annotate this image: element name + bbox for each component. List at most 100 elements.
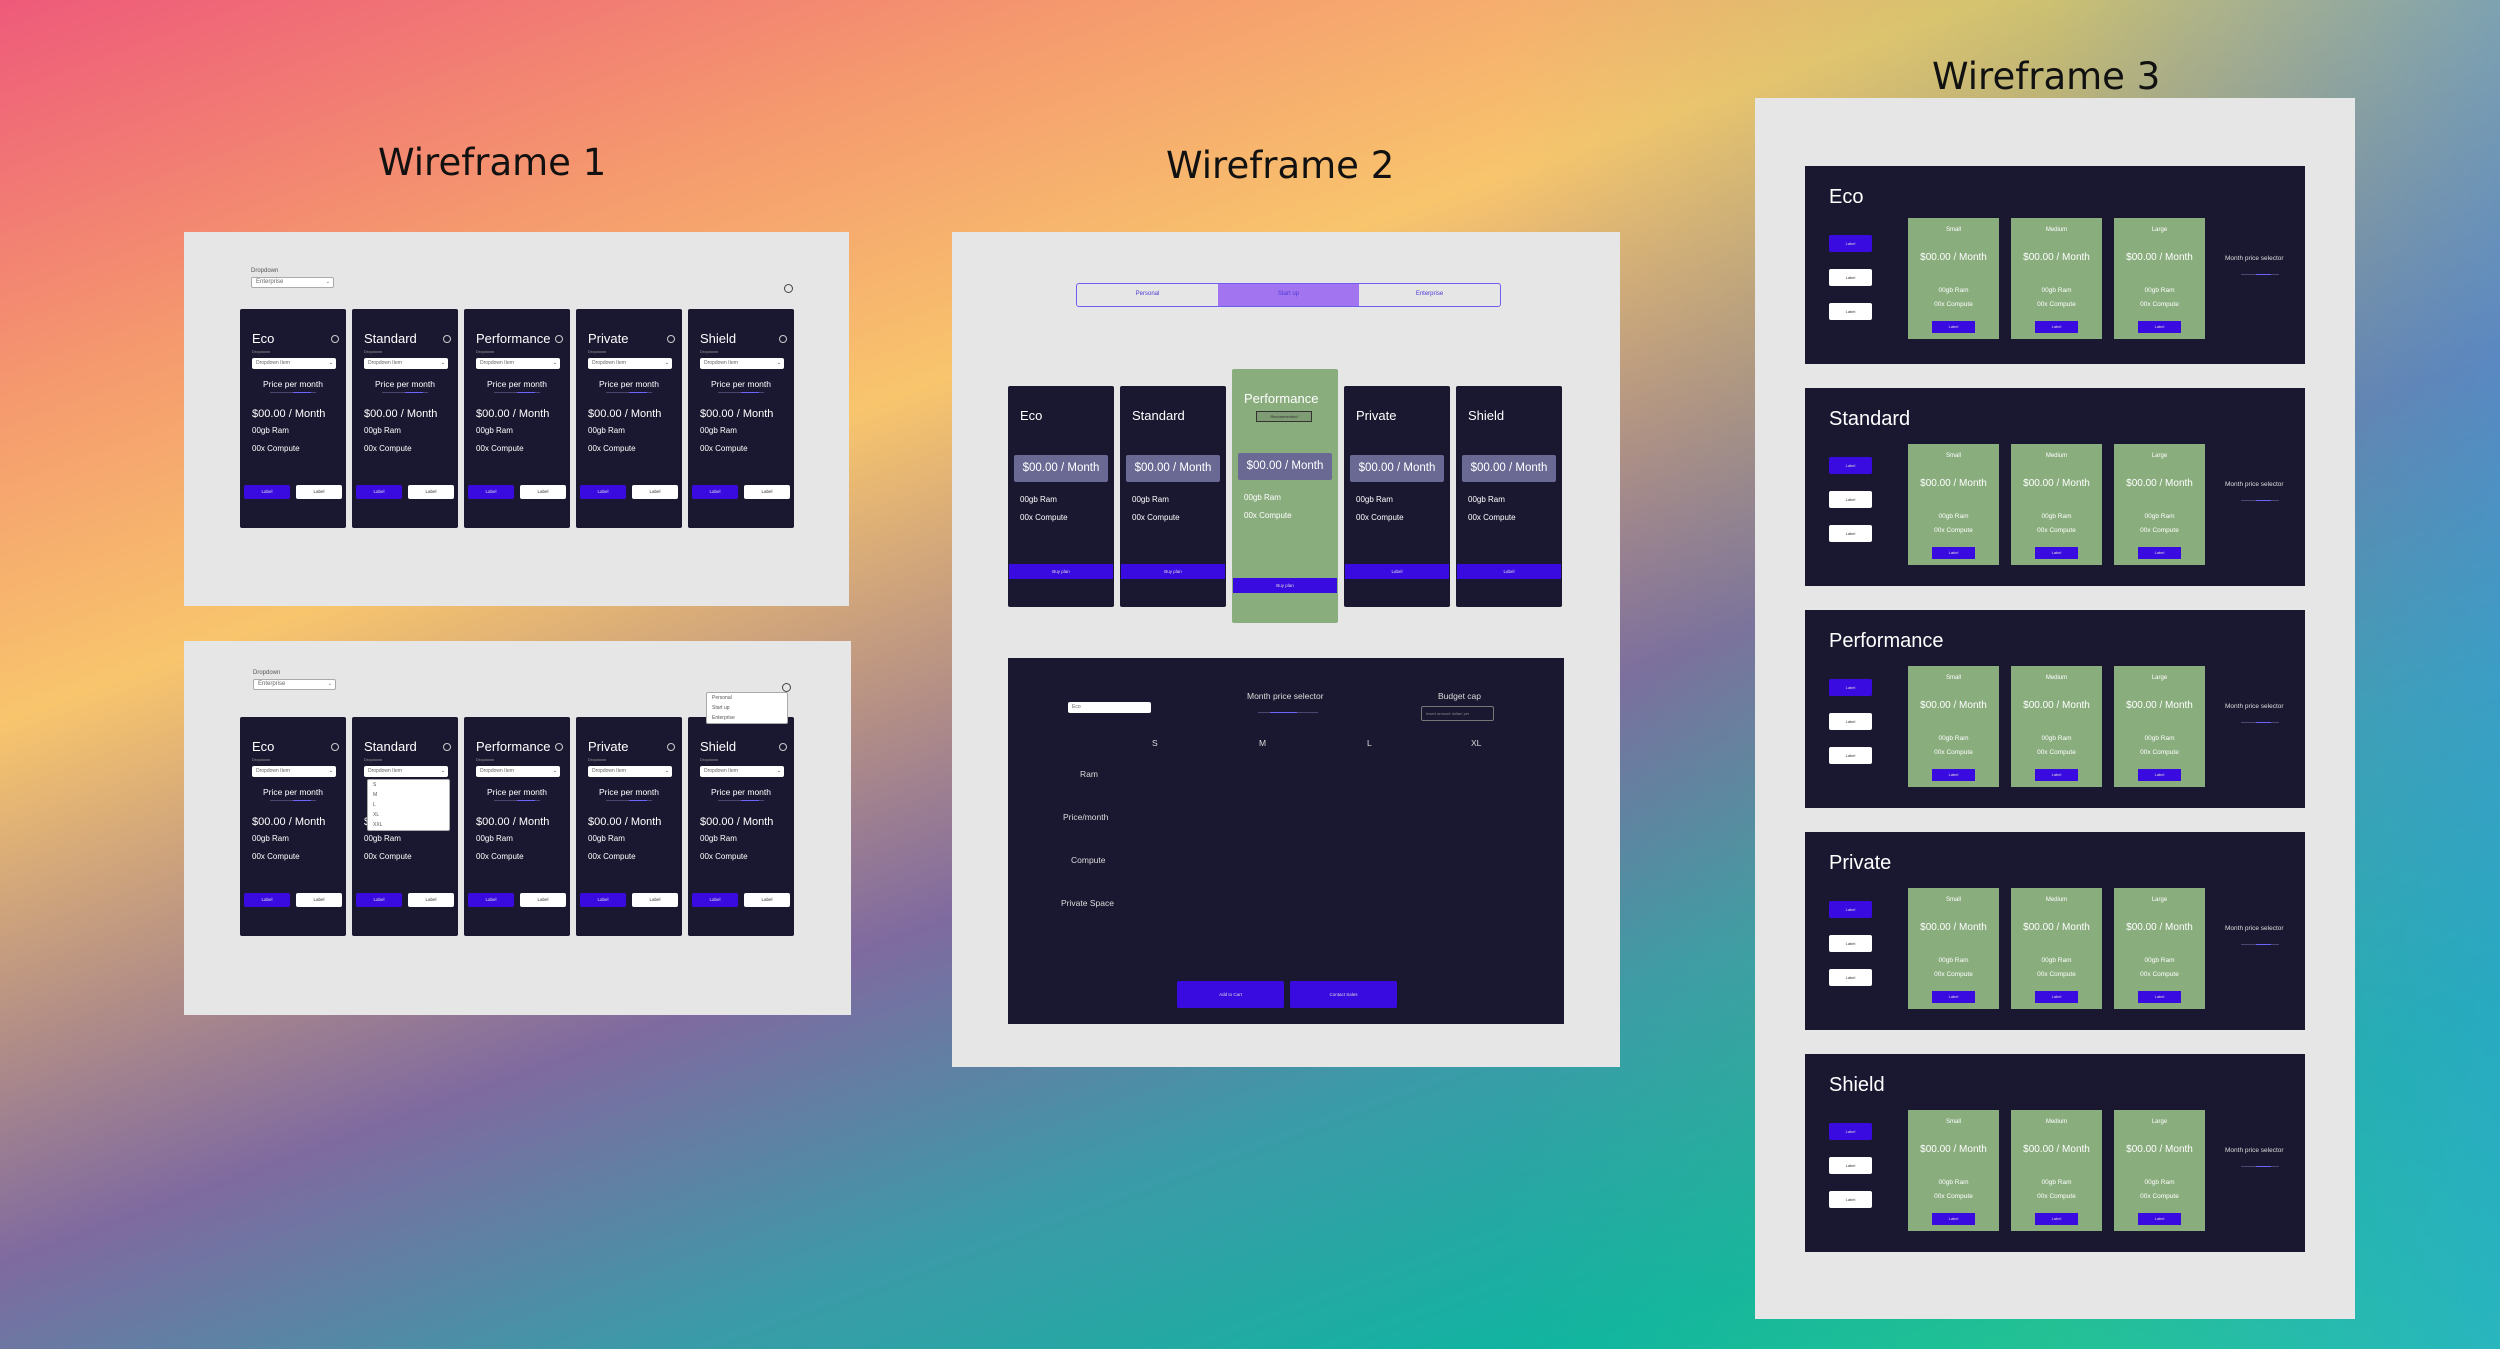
option-button-1[interactable]: Label bbox=[1829, 1123, 1872, 1140]
select-size-button[interactable]: Label bbox=[1932, 321, 1975, 333]
option-button-3[interactable]: Label bbox=[1829, 525, 1872, 542]
size-card-large[interactable]: Large $00.00 / Month 00gb Ram 00x Comput… bbox=[2114, 444, 2205, 565]
buy-plan-button[interactable]: Buy plan bbox=[1121, 564, 1225, 579]
gear-icon[interactable] bbox=[443, 335, 451, 343]
size-card-large[interactable]: Large $00.00 / Month 00gb Ram 00x Comput… bbox=[2114, 888, 2205, 1009]
secondary-button[interactable]: Label bbox=[408, 485, 454, 499]
price-slider[interactable] bbox=[494, 800, 540, 801]
option-button-3[interactable]: Label bbox=[1829, 1191, 1872, 1208]
select-size-button[interactable]: Label bbox=[2138, 769, 2181, 781]
size-s[interactable]: S bbox=[1152, 738, 1158, 748]
select-size-button[interactable]: Label bbox=[1932, 547, 1975, 559]
gear-icon[interactable] bbox=[331, 335, 339, 343]
tab-personal[interactable]: Personal bbox=[1135, 291, 1160, 297]
size-select[interactable]: Dropdown Item⌄ bbox=[588, 766, 672, 777]
primary-button[interactable]: Label bbox=[356, 485, 402, 499]
size-option-xl[interactable]: XL bbox=[373, 812, 380, 818]
primary-button[interactable]: Label bbox=[692, 485, 738, 499]
gear-menu-enterprise[interactable]: Enterprise bbox=[712, 715, 735, 721]
price-slider[interactable] bbox=[270, 392, 316, 393]
gear-icon[interactable] bbox=[779, 743, 787, 751]
primary-button[interactable]: Label bbox=[356, 893, 402, 907]
select-size-button[interactable]: Label bbox=[2138, 321, 2181, 333]
gear-icon[interactable] bbox=[667, 335, 675, 343]
size-card-large[interactable]: Large $00.00 / Month 00gb Ram 00x Comput… bbox=[2114, 666, 2205, 787]
size-card-small[interactable]: Small $00.00 / Month 00gb Ram 00x Comput… bbox=[1908, 666, 1999, 787]
size-card-medium[interactable]: Medium $00.00 / Month 00gb Ram 00x Compu… bbox=[2011, 218, 2102, 339]
plan-type-dropdown[interactable]: Enterprise⌄ bbox=[251, 277, 334, 288]
size-select[interactable]: Dropdown Item⌄ bbox=[700, 766, 784, 777]
option-button-1[interactable]: Label bbox=[1829, 457, 1872, 474]
option-button-2[interactable]: Label bbox=[1829, 713, 1872, 730]
size-card-small[interactable]: Small $00.00 / Month 00gb Ram 00x Comput… bbox=[1908, 218, 1999, 339]
size-select[interactable]: Dropdown Item⌄ bbox=[252, 766, 336, 777]
size-option-m[interactable]: M bbox=[373, 792, 378, 798]
contact-sales-button[interactable]: Contact Sales bbox=[1290, 981, 1397, 1008]
gear-icon[interactable] bbox=[784, 284, 793, 293]
select-size-button[interactable]: Label bbox=[2138, 1213, 2181, 1225]
primary-button[interactable]: Label bbox=[692, 893, 738, 907]
price-slider[interactable] bbox=[382, 392, 428, 393]
price-slider[interactable] bbox=[606, 392, 652, 393]
budget-cap-input[interactable]: Insert amount dollar/ per bbox=[1421, 706, 1494, 721]
month-price-slider[interactable] bbox=[2241, 274, 2279, 275]
buy-plan-button[interactable]: Buy plan bbox=[1009, 564, 1113, 579]
select-size-button[interactable]: Label bbox=[1932, 991, 1975, 1003]
size-option-l[interactable]: L bbox=[373, 802, 376, 808]
secondary-button[interactable]: Label bbox=[632, 893, 678, 907]
secondary-button[interactable]: Label bbox=[744, 893, 790, 907]
size-card-large[interactable]: Large $00.00 / Month 00gb Ram 00x Comput… bbox=[2114, 218, 2205, 339]
size-select[interactable]: Dropdown Item⌄ bbox=[476, 358, 560, 369]
add-to-cart-button[interactable]: Add to Cart bbox=[1177, 981, 1284, 1008]
option-button-3[interactable]: Label bbox=[1829, 969, 1872, 986]
size-m[interactable]: M bbox=[1259, 738, 1267, 748]
secondary-button[interactable]: Label bbox=[520, 893, 566, 907]
primary-button[interactable]: Label bbox=[244, 485, 290, 499]
month-price-slider[interactable] bbox=[2241, 722, 2279, 723]
month-price-slider[interactable] bbox=[2241, 944, 2279, 945]
size-card-medium[interactable]: Medium $00.00 / Month 00gb Ram 00x Compu… bbox=[2011, 666, 2102, 787]
gear-icon[interactable] bbox=[555, 335, 563, 343]
primary-button[interactable]: Label bbox=[468, 485, 514, 499]
option-button-1[interactable]: Label bbox=[1829, 679, 1872, 696]
primary-button[interactable]: Label bbox=[244, 893, 290, 907]
gear-icon[interactable] bbox=[779, 335, 787, 343]
month-price-slider[interactable] bbox=[1258, 712, 1318, 713]
gear-icon[interactable] bbox=[782, 683, 791, 692]
secondary-button[interactable]: Label bbox=[632, 485, 678, 499]
gear-menu-personal[interactable]: Personal bbox=[712, 695, 732, 701]
size-select[interactable]: Dropdown Item⌄ bbox=[588, 358, 672, 369]
option-button-2[interactable]: Label bbox=[1829, 269, 1872, 286]
option-button-2[interactable]: Label bbox=[1829, 491, 1872, 508]
price-slider[interactable] bbox=[606, 800, 652, 801]
option-button-3[interactable]: Label bbox=[1829, 303, 1872, 320]
size-select[interactable]: Dropdown Item⌄ bbox=[476, 766, 560, 777]
size-select[interactable]: Dropdown Item⌄ bbox=[364, 766, 448, 777]
option-button-2[interactable]: Label bbox=[1829, 935, 1872, 952]
select-size-button[interactable]: Label bbox=[2035, 1213, 2078, 1225]
size-card-medium[interactable]: Medium $00.00 / Month 00gb Ram 00x Compu… bbox=[2011, 888, 2102, 1009]
select-size-button[interactable]: Label bbox=[2035, 547, 2078, 559]
price-slider[interactable] bbox=[494, 392, 540, 393]
gear-icon[interactable] bbox=[331, 743, 339, 751]
select-size-button[interactable]: Label bbox=[2138, 991, 2181, 1003]
buy-plan-button[interactable]: Label bbox=[1345, 564, 1449, 579]
price-slider[interactable] bbox=[270, 800, 316, 801]
gear-icon[interactable] bbox=[443, 743, 451, 751]
select-size-button[interactable]: Label bbox=[1932, 1213, 1975, 1225]
size-card-small[interactable]: Small $00.00 / Month 00gb Ram 00x Comput… bbox=[1908, 444, 1999, 565]
option-button-2[interactable]: Label bbox=[1829, 1157, 1872, 1174]
buy-plan-button[interactable]: Label bbox=[1457, 564, 1561, 579]
size-select[interactable]: Dropdown Item⌄ bbox=[252, 358, 336, 369]
gear-menu-start-up[interactable]: Start up bbox=[712, 705, 730, 711]
gear-icon[interactable] bbox=[555, 743, 563, 751]
select-size-button[interactable]: Label bbox=[2035, 769, 2078, 781]
gear-icon[interactable] bbox=[667, 743, 675, 751]
size-select[interactable]: Dropdown Item⌄ bbox=[364, 358, 448, 369]
month-price-slider[interactable] bbox=[2241, 1166, 2279, 1167]
size-xl[interactable]: XL bbox=[1471, 738, 1482, 748]
price-slider[interactable] bbox=[718, 392, 764, 393]
select-size-button[interactable]: Label bbox=[2035, 991, 2078, 1003]
plan-input[interactable]: Eco bbox=[1068, 702, 1151, 713]
option-button-1[interactable]: Label bbox=[1829, 235, 1872, 252]
